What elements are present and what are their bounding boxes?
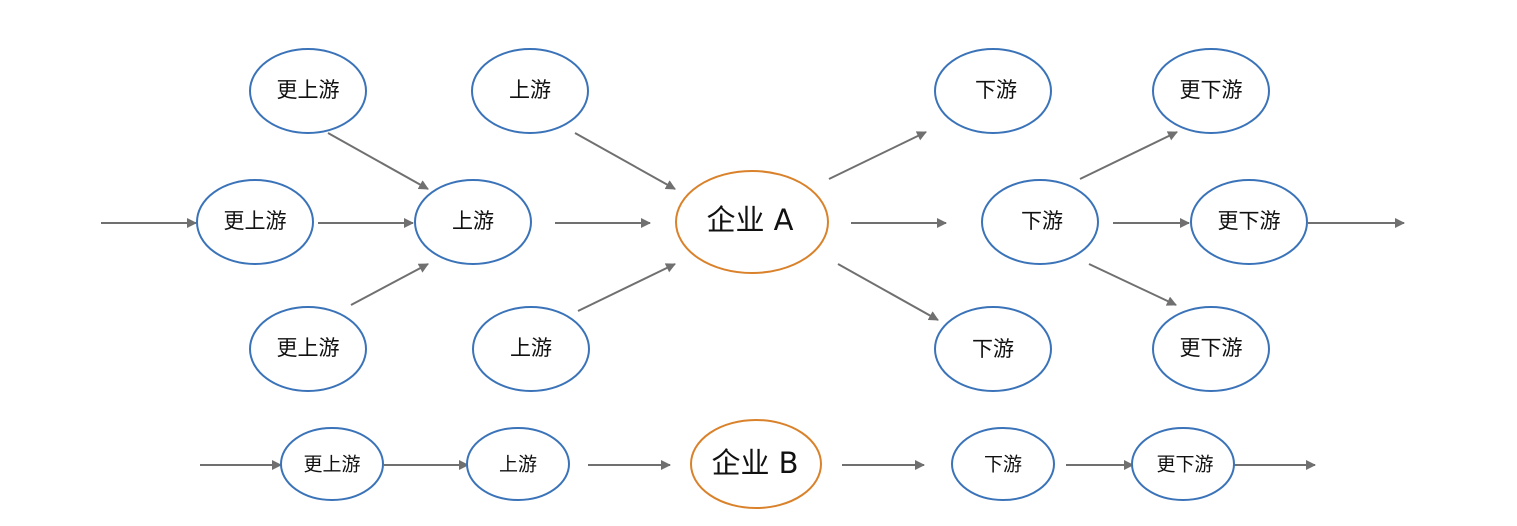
node-label: 下游 [1021,209,1063,233]
node-enterprise-b: 企业 B [690,419,822,509]
node-enterprise-a: 企业 A [675,170,829,274]
node-label: 更上游 [277,78,340,102]
node-b-downstream: 下游 [951,427,1055,501]
node-downstream-bottom: 下游 [934,306,1052,392]
node-more-downstream-mid: 更下游 [1190,179,1308,265]
node-label: 更上游 [224,209,287,233]
node-label: 企业 A [706,203,793,237]
node-label: 更下游 [1156,454,1213,476]
network-a-nodes: 更上游 更上游 更上游 上游 上游 上游 企业 A 下游 [196,48,1308,392]
node-more-upstream-top: 更上游 [249,48,367,134]
arrow-downstream-to-more-downstream-top [1079,131,1178,180]
node-upstream-bottom: 上游 [472,306,590,392]
node-upstream-mid: 上游 [414,179,532,265]
node-b-upstream: 上游 [466,427,570,501]
node-label: 下游 [972,337,1014,361]
arrow-more-upstream-top-to-upstream [327,132,429,190]
node-more-downstream-bottom: 更下游 [1152,306,1270,392]
arrow-upstream-top-to-enterprise-a [574,132,676,190]
node-label: 更上游 [277,336,340,360]
node-label: 上游 [509,78,551,102]
node-upstream-top: 上游 [471,48,589,134]
node-label: 上游 [452,209,494,233]
node-label: 下游 [984,454,1022,476]
node-b-more-upstream: 更上游 [280,427,384,501]
node-label: 上游 [499,454,537,476]
arrow-upstream-bottom-to-enterprise-a [577,263,676,312]
node-label: 更上游 [303,454,360,476]
node-downstream-top: 下游 [934,48,1052,134]
node-more-upstream-bottom: 更上游 [249,306,367,392]
arrow-enterprise-a-to-downstream-top [828,131,927,180]
arrow-enterprise-a-to-downstream-bottom [837,263,939,321]
node-downstream-mid: 下游 [981,179,1099,265]
node-label: 上游 [510,336,552,360]
node-more-upstream-mid: 更上游 [196,179,314,265]
arrow-downstream-to-more-downstream-bottom [1088,263,1177,306]
node-label: 更下游 [1218,209,1281,233]
node-b-more-downstream: 更下游 [1131,427,1235,501]
network-a-arrows [101,131,1405,321]
node-label: 更下游 [1180,78,1243,102]
chain-b-nodes: 更上游 上游 企业 B 下游 更下游 [280,419,1235,509]
node-label: 企业 B [711,446,798,480]
node-label: 更下游 [1180,336,1243,360]
node-label: 下游 [975,78,1017,102]
arrow-more-upstream-bottom-to-upstream [350,263,429,306]
node-more-downstream-top: 更下游 [1152,48,1270,134]
